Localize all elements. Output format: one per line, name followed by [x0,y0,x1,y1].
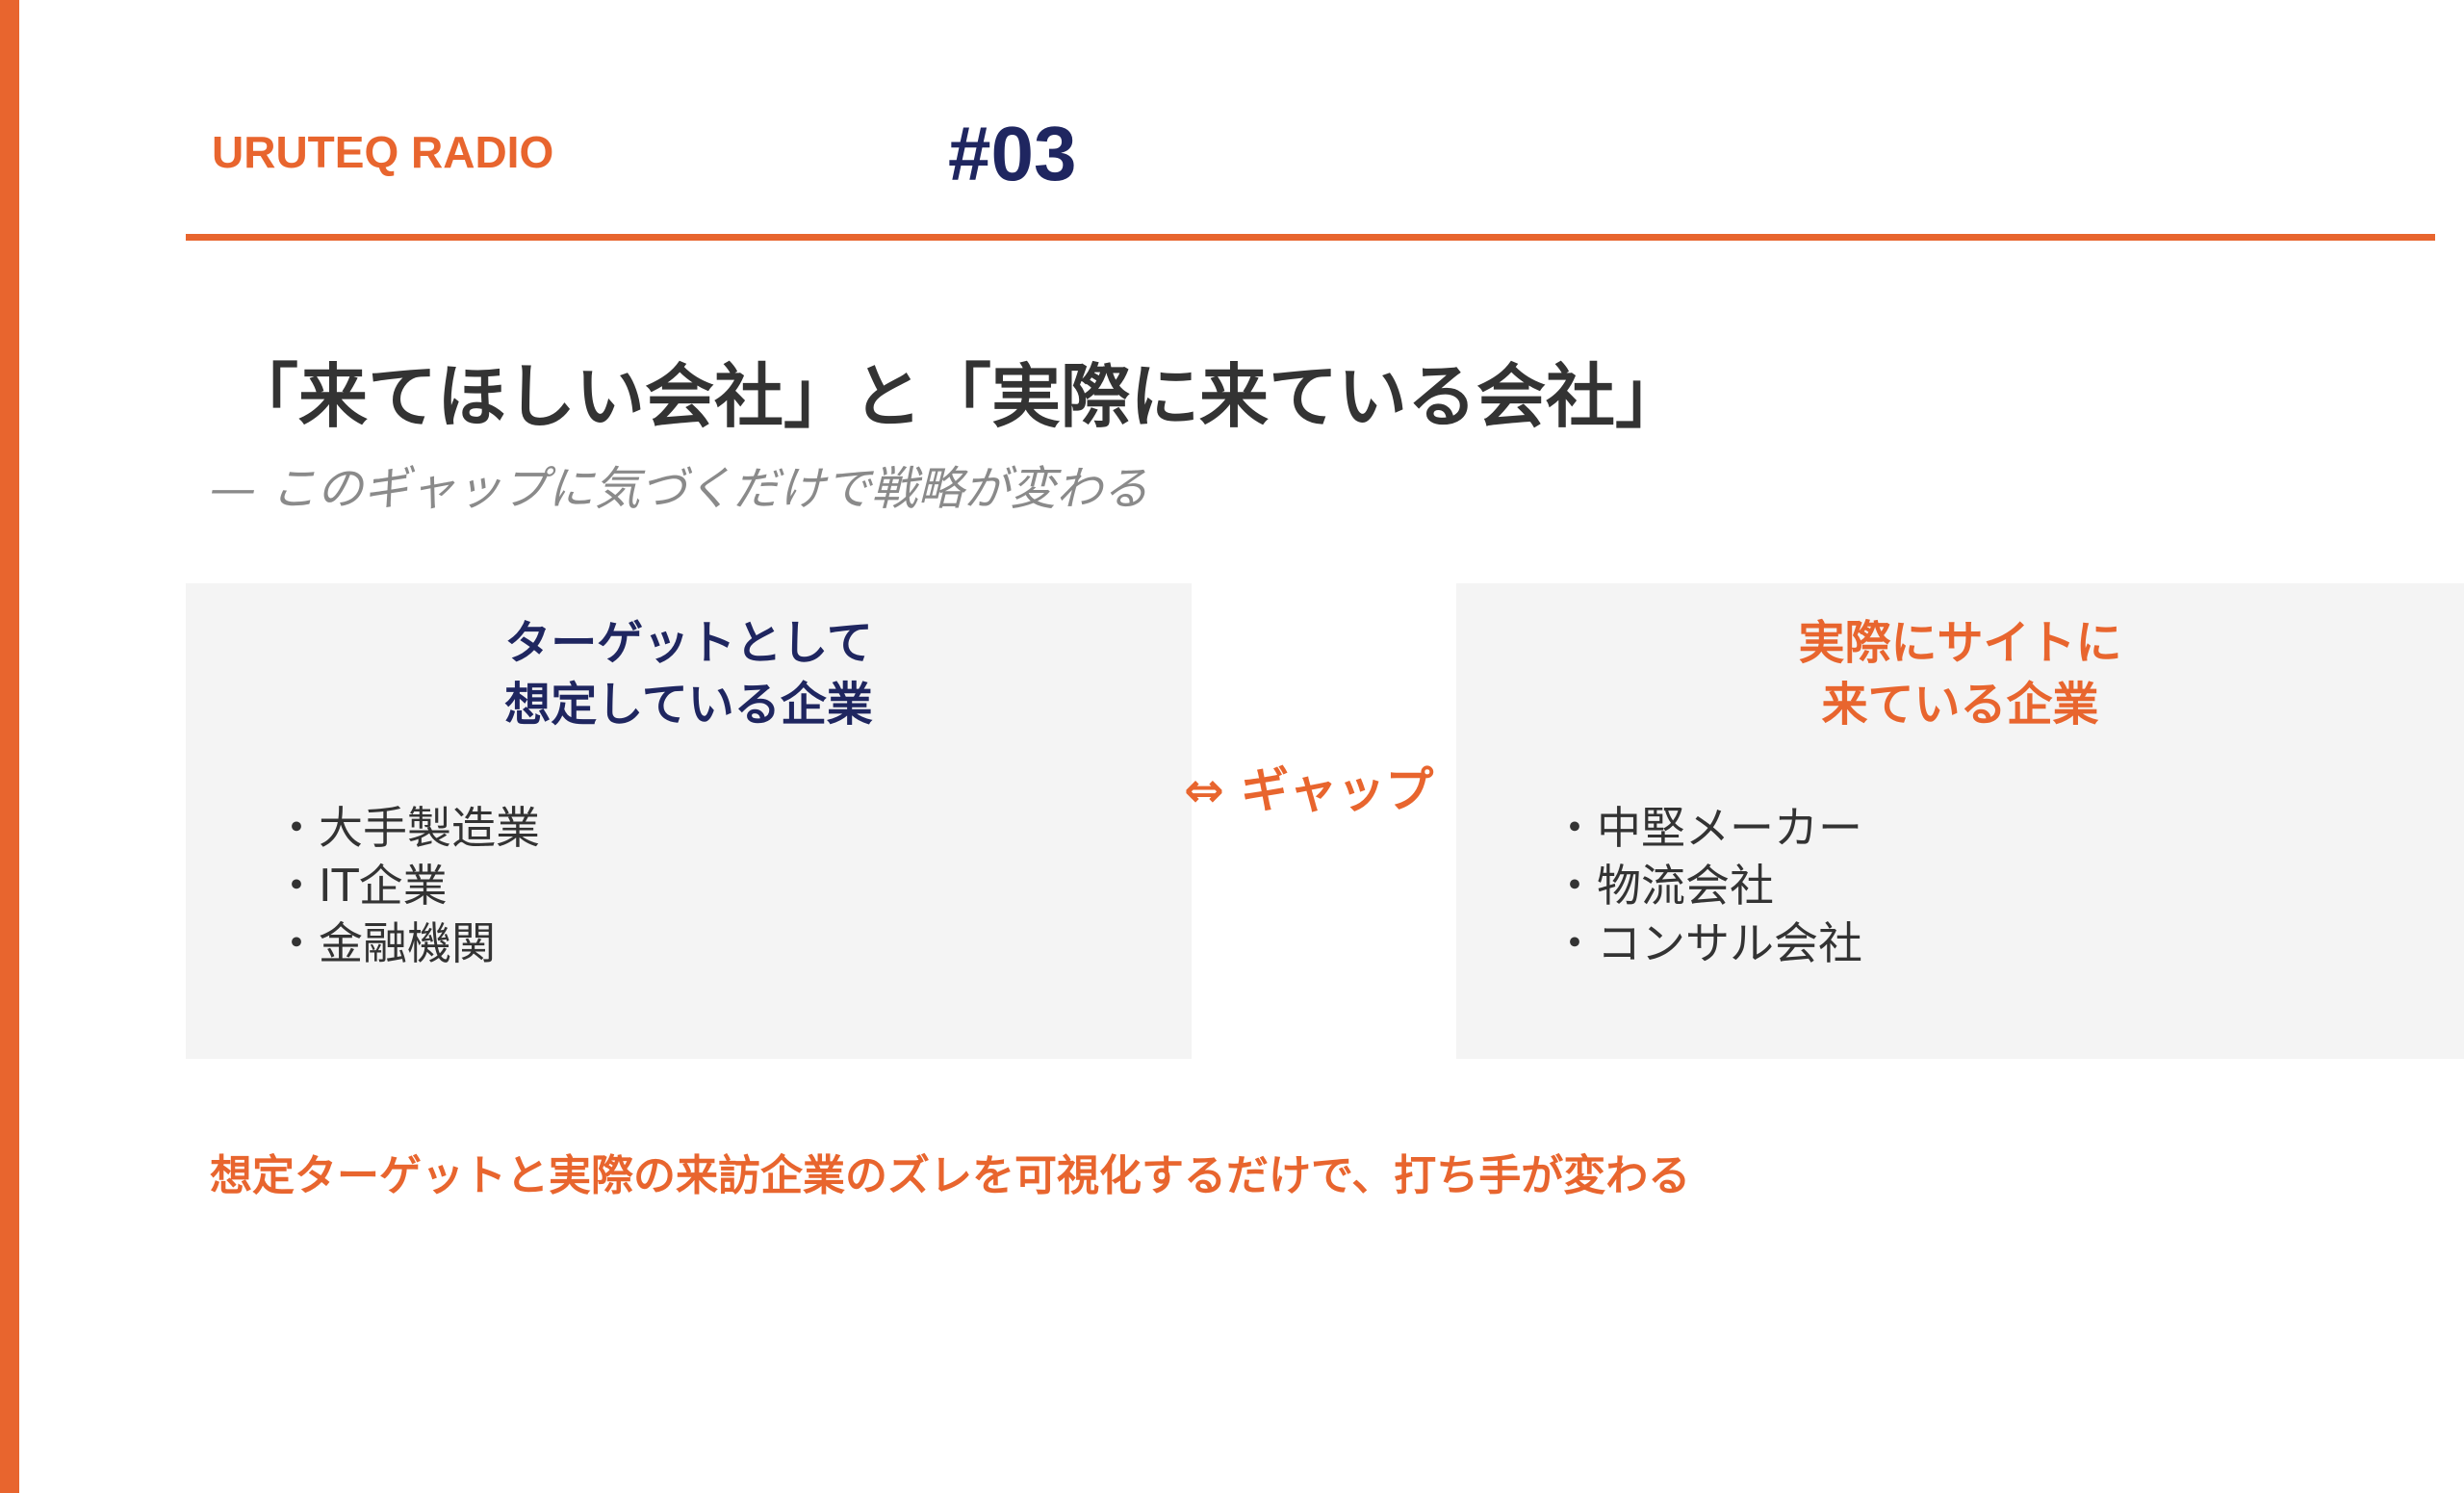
header-divider [186,234,2435,241]
conclusion-text: 想定ターゲットと実際の来訪企業のズレを可視化するだけで、打ち手が変わる [210,1151,1691,1200]
list-item: ・物流会社 [1553,860,1774,912]
target-companies-panel: ターゲットとして 想定している企業 ・大手製造業 ・IT企業 ・金融機関 [186,583,1192,1059]
slide-title: 「来てほしい会社」と「実際に来ている会社」 [229,356,1685,437]
target-heading-line2: 想定している企業 [504,678,873,732]
left-accent-bar [0,0,19,1493]
list-item: ・金融機関 [274,917,496,969]
actual-panel-heading: 実際にサイトに 来ている企業 [1456,612,2464,735]
actual-visitors-panel: 実際にサイトに 来ている企業 ・中堅メーカー ・物流会社 ・コンサル会社 [1456,583,2464,1059]
actual-visitor-list: ・中堅メーカー ・物流会社 ・コンサル会社 [1553,799,1862,972]
actual-heading-line1: 実際にサイトに [1798,616,2122,670]
episode-number: #03 [948,111,1077,196]
target-panel-heading: ターゲットとして 想定している企業 [186,612,1192,735]
list-item: ・中堅メーカー [1553,802,1862,854]
brand-label: URUTEQ RADIO [212,127,554,177]
list-item: ・大手製造業 [274,802,540,854]
target-heading-line1: ターゲットとして [504,616,873,670]
slide-subtitle: — このギャップに気づくだけで戦略が変わる [210,462,1149,516]
list-item: ・コンサル会社 [1553,917,1862,969]
actual-heading-line2: 来ている企業 [1821,678,2099,732]
gap-label: ⇔ ギャップ [1184,762,1434,818]
list-item: ・IT企業 [274,860,448,912]
target-company-list: ・大手製造業 ・IT企業 ・金融機関 [274,799,540,972]
